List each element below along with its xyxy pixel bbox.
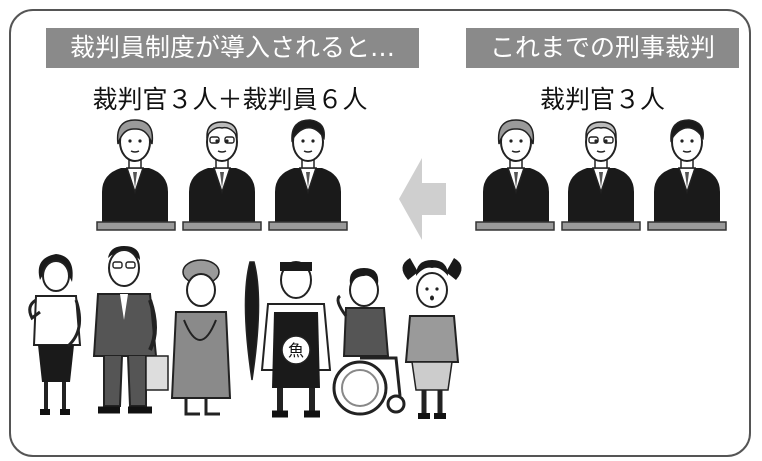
- judge-figure-old-2: [567, 121, 635, 223]
- new-system-heading: 裁判員制度が導入されると…: [46, 28, 419, 68]
- citizen-businessman-figure: [92, 246, 169, 414]
- fish-apron-label: 魚: [288, 341, 304, 360]
- judge-figure-new-2: [188, 121, 256, 223]
- citizen-woman-figure: [28, 254, 82, 415]
- citizen-wheelchair-user-figure: [332, 268, 406, 416]
- judge-figure-new-1: [101, 119, 169, 223]
- citizen-elderly-woman-figure: [170, 259, 232, 416]
- judge-figure-old-3: [653, 119, 721, 223]
- old-system-heading: これまでの刑事裁判: [466, 28, 739, 68]
- old-system-composition: 裁判官３人: [539, 85, 665, 114]
- citizen-girl-figure: [402, 258, 462, 419]
- new-system-composition: 裁判官３人＋裁判員６人: [92, 85, 368, 114]
- left-arrow-icon: [399, 158, 446, 240]
- bench-new: [96, 221, 348, 231]
- judge-figure-old-1: [482, 119, 550, 223]
- citizen-fishmonger-figure: 魚: [244, 261, 332, 418]
- judge-figure-new-3: [274, 119, 342, 223]
- bench-old: [475, 221, 727, 231]
